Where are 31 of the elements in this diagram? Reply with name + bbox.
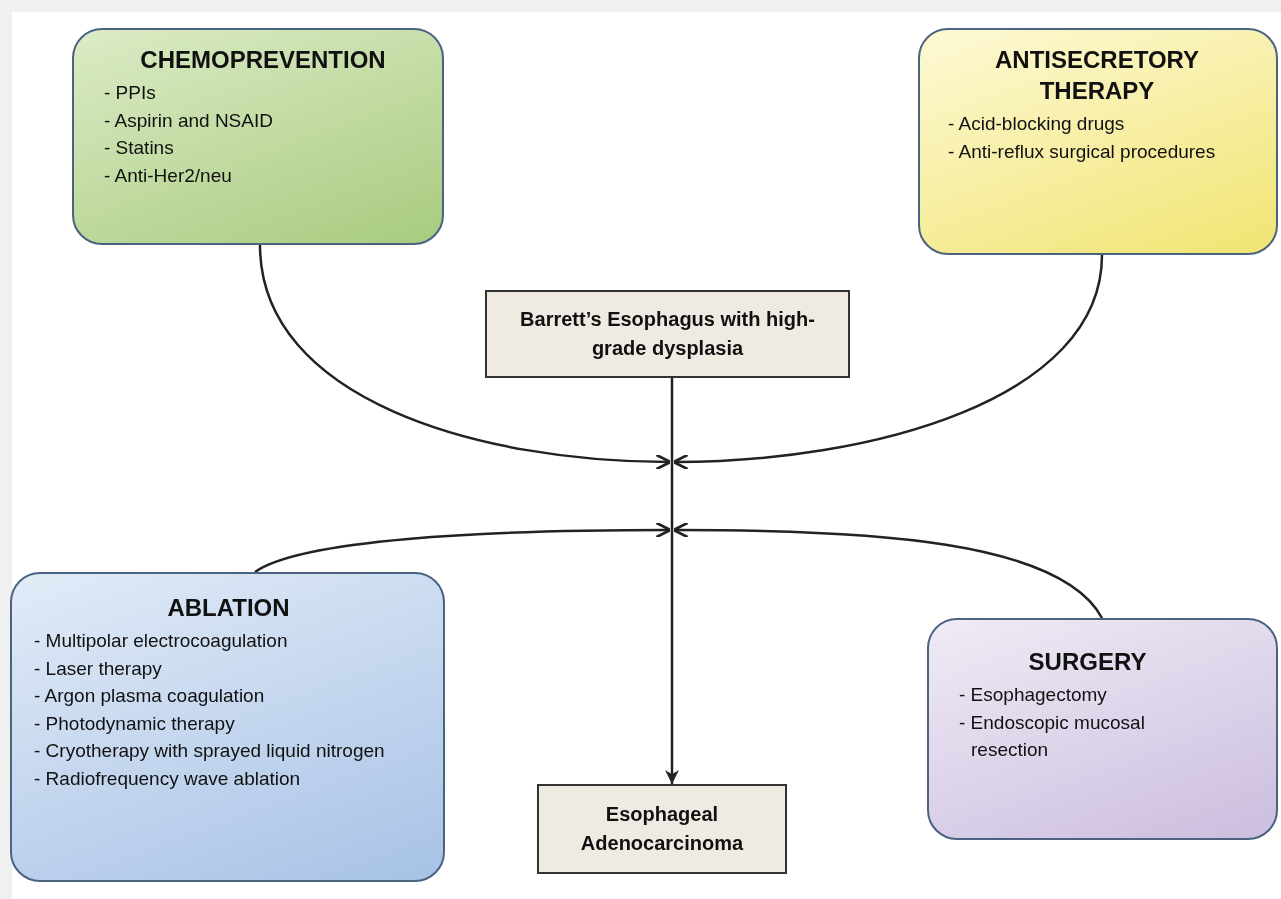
arrow — [672, 254, 1104, 471]
list-item: - Photodynamic therapy — [34, 711, 236, 736]
arrow — [672, 521, 1103, 619]
arrow — [258, 244, 672, 471]
list-item: - Radiofrequency wave ablation — [34, 766, 302, 791]
process-box — [485, 290, 850, 378]
list-item: - Laser therapy — [34, 656, 163, 681]
box-label: Barrett’s Esophagus with high-grade dysplasia — [519, 307, 816, 361]
list-item: - Anti-Her2/neu — [104, 163, 233, 188]
process-box — [537, 784, 787, 874]
list-item: - PPIs — [104, 81, 157, 106]
arrow — [254, 521, 672, 574]
box-heading: ANTISECRETORY THERAPY — [994, 45, 1200, 107]
box-heading: CHEMOPREVENTION — [139, 45, 387, 75]
list-item: - Aspirin and NSAID — [104, 108, 274, 133]
list-item: - Argon plasma coagulation — [34, 684, 266, 709]
box-heading: SURGERY — [1027, 647, 1148, 677]
list-item: - Anti-reflux surgical procedures — [948, 139, 1217, 164]
category-box — [918, 28, 1278, 255]
category-box — [927, 618, 1278, 840]
list-item: - Acid-blocking drugs — [948, 112, 1126, 137]
list-item: - Esophagectomy — [959, 683, 1108, 708]
list-item: - Multipolar electrocoagulation — [34, 629, 289, 654]
category-box — [72, 28, 444, 245]
box-heading: ABLATION — [166, 593, 291, 623]
list-item: - Endoscopic mucosal resection — [959, 710, 1146, 763]
box-label: Esophageal Adenocarcinoma — [579, 802, 745, 856]
arrow — [665, 378, 679, 784]
list-item: - Statins — [104, 136, 175, 161]
category-box — [10, 572, 445, 882]
list-item: - Cryotherapy with sprayed liquid nitrogen — [34, 739, 386, 764]
